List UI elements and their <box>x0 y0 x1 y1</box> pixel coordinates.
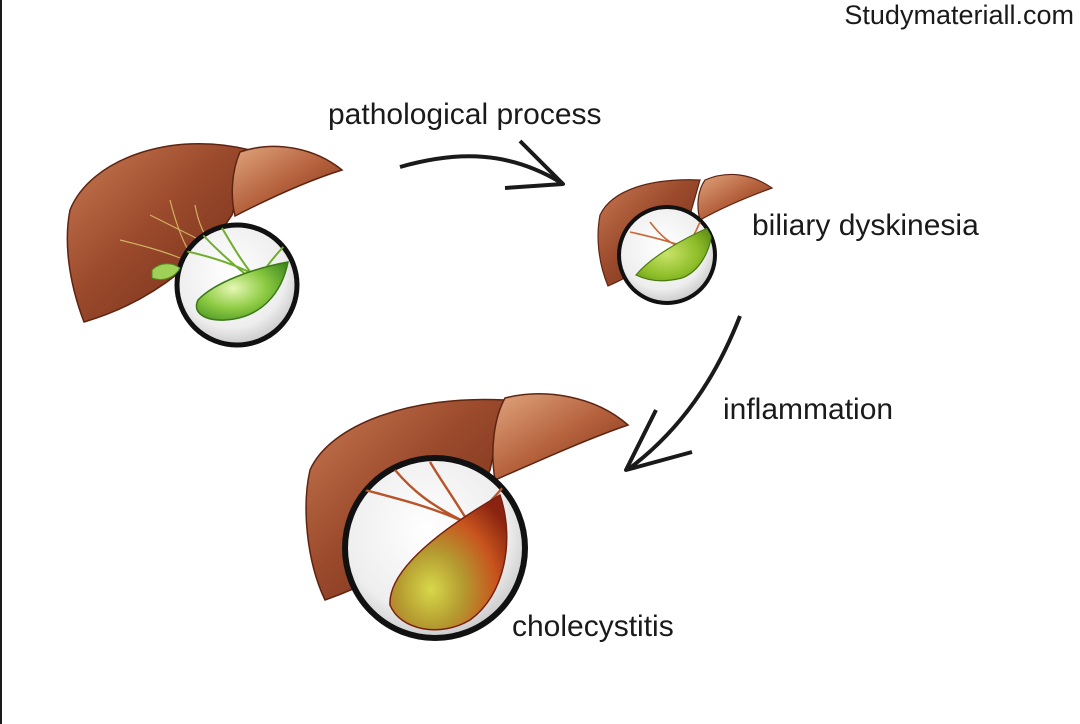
cholecystitis-liver-left-lobe <box>492 393 630 482</box>
label-pathological-process: pathological process <box>328 98 602 131</box>
arrow-inflammation <box>624 315 742 472</box>
watermark: Studymateriall.com <box>844 0 1074 30</box>
dyskinesia-liver-stage <box>597 173 774 305</box>
healthy-gallbladder <box>195 261 289 321</box>
label-biliary-dyskinesia: biliary dyskinesia <box>752 209 979 242</box>
cholecystitis-liver-stage <box>305 393 630 641</box>
label-inflammation: inflammation <box>723 393 894 426</box>
healthy-liver-left-lobe <box>231 145 344 218</box>
left-border <box>0 0 2 724</box>
cholecystitis-bile-ducts <box>364 461 506 526</box>
healthy-gallbladder-tip <box>151 263 181 281</box>
dyskinesia-liver-left-lobe <box>697 173 774 221</box>
arrow-pathological-process <box>399 139 565 190</box>
healthy-liver-stage <box>66 143 344 348</box>
healthy-liver-bile-veins <box>119 199 216 259</box>
label-cholecystitis: cholecystitis <box>512 610 674 643</box>
healthy-bile-ducts <box>179 227 291 281</box>
cholecystitis-gallbladder <box>389 493 508 631</box>
dyskinesia-gallbladder <box>635 225 713 282</box>
